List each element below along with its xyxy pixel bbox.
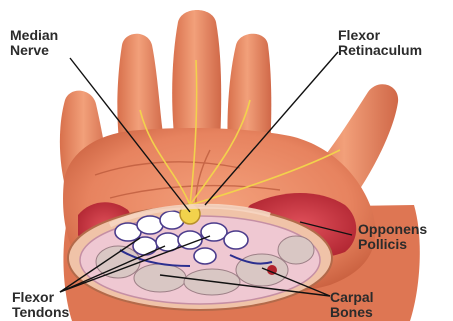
wrist-cross-section <box>68 204 332 310</box>
label-median-nerve-line2: Nerve <box>10 43 58 58</box>
label-opponens-pollicis-line1: Opponens <box>358 222 427 237</box>
label-opponens-pollicis: Opponens Pollicis <box>358 222 427 252</box>
label-opponens-pollicis-line2: Pollicis <box>358 237 427 252</box>
label-flexor-retinaculum: Flexor Retinaculum <box>338 28 422 58</box>
label-flexor-retinaculum-line1: Flexor <box>338 28 422 43</box>
label-median-nerve: Median Nerve <box>10 28 58 58</box>
label-carpal-bones-line2: Bones <box>330 305 374 320</box>
label-flexor-tendons-line2: Tendons <box>12 305 69 320</box>
label-flexor-tendons: Flexor Tendons <box>12 290 69 320</box>
label-carpal-bones-line1: Carpal <box>330 290 374 305</box>
label-flexor-tendons-line1: Flexor <box>12 290 69 305</box>
label-median-nerve-line1: Median <box>10 28 58 43</box>
label-flexor-retinaculum-line2: Retinaculum <box>338 43 422 58</box>
label-carpal-bones: Carpal Bones <box>330 290 374 320</box>
